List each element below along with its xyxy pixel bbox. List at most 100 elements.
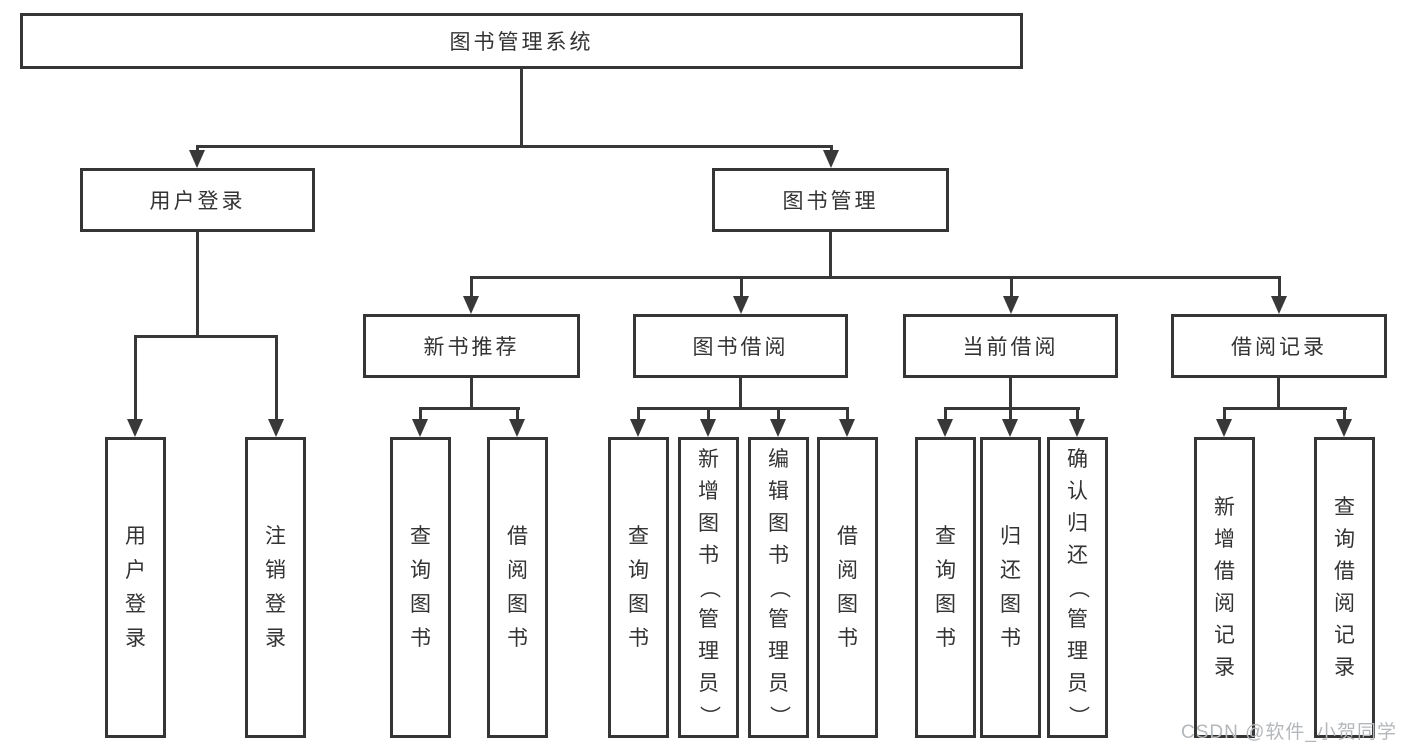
arrow-down-icon <box>839 409 855 437</box>
arrow-stem <box>274 337 278 419</box>
leaf-bb-add-books-admin: 新增图书（管理员） <box>678 437 739 738</box>
arrow-down-icon <box>1003 278 1019 314</box>
leaf-br-add-borrow-record-label: 新增借阅记录 <box>1214 495 1235 679</box>
arrow-head <box>189 150 205 168</box>
arrow-head <box>463 296 479 314</box>
leaf-cb-return-books-label: 归还图书 <box>1000 524 1021 650</box>
leaf-cb-confirm-return-admin: 确认归还（管理员） <box>1047 437 1108 738</box>
arrow-head <box>1216 419 1232 437</box>
node-current-borrow-label: 当前借阅 <box>962 336 1059 359</box>
arrow-stem <box>1075 409 1079 419</box>
connector-userlogin-horizontal <box>134 335 278 338</box>
leaf-cb-query-books: 查询图书 <box>915 437 976 738</box>
node-root-label: 图书管理系统 <box>449 31 594 54</box>
arrow-down-icon <box>189 146 205 168</box>
arrow-down-icon <box>937 409 953 437</box>
node-book-management: 图书管理 <box>712 168 949 232</box>
leaf-cb-return-books: 归还图书 <box>980 437 1041 738</box>
arrow-head <box>268 419 284 437</box>
arrow-head <box>823 150 839 168</box>
leaf-cb-confirm-return-admin-label: 确认归还（管理员） <box>1066 447 1090 727</box>
arrow-head <box>1002 419 1018 437</box>
arrow-head <box>1271 296 1287 314</box>
arrow-down-icon <box>509 409 525 437</box>
arrow-head <box>412 419 428 437</box>
leaf-bb-edit-books-admin-label: 编辑图书（管理员） <box>767 447 791 727</box>
arrow-head <box>937 419 953 437</box>
arrow-stem <box>418 409 422 419</box>
leaf-bb-add-books-admin-label: 新增图书（管理员） <box>697 447 721 727</box>
arrow-stem <box>469 278 473 296</box>
arrow-stem <box>636 409 640 419</box>
node-book-management-label: 图书管理 <box>782 190 879 213</box>
arrow-head <box>700 419 716 437</box>
leaf-br-add-borrow-record: 新增借阅记录 <box>1194 437 1255 738</box>
connector-section4-horizontal <box>1223 407 1347 410</box>
node-borrow-record: 借阅记录 <box>1171 314 1387 378</box>
connector-userlogin-vertical <box>196 231 199 337</box>
node-root: 图书管理系统 <box>20 13 1023 69</box>
arrow-head <box>630 419 646 437</box>
arrow-down-icon <box>412 409 428 437</box>
arrow-stem <box>515 409 519 419</box>
leaf-nb-query-books: 查询图书 <box>390 437 451 738</box>
node-book-borrow-label: 图书借阅 <box>692 336 789 359</box>
connector-root-vertical <box>520 68 523 147</box>
leaf-bb-query-books: 查询图书 <box>608 437 669 738</box>
arrow-stem <box>845 409 849 419</box>
arrow-head <box>770 419 786 437</box>
arrow-stem <box>1277 278 1281 296</box>
node-user-login-label: 用户登录 <box>149 190 246 213</box>
arrow-head <box>1336 419 1352 437</box>
leaf-bb-query-books-label: 查询图书 <box>628 524 649 650</box>
arrow-head <box>1069 419 1085 437</box>
arrow-stem <box>1342 409 1346 419</box>
leaf-nb-borrow-books-label: 借阅图书 <box>507 524 528 650</box>
node-book-borrow: 图书借阅 <box>633 314 848 378</box>
leaf-bb-borrow-books-label: 借阅图书 <box>837 524 858 650</box>
arrow-stem <box>1008 409 1012 419</box>
connector-section2-horizontal <box>637 407 849 410</box>
arrow-stem <box>1222 409 1226 419</box>
arrow-down-icon <box>1336 409 1352 437</box>
connector-section3-vertical <box>1009 377 1012 409</box>
arrow-down-icon <box>463 278 479 314</box>
arrow-head <box>839 419 855 437</box>
connector-section2-vertical <box>739 377 742 409</box>
leaf-user-login-label: 用户登录 <box>125 524 146 650</box>
arrow-stem <box>943 409 947 419</box>
node-new-book-recommend: 新书推荐 <box>363 314 580 378</box>
node-user-login: 用户登录 <box>80 168 315 232</box>
leaf-nb-query-books-label: 查询图书 <box>410 524 431 650</box>
arrow-down-icon <box>1216 409 1232 437</box>
connector-section4-vertical <box>1277 377 1280 409</box>
arrow-head <box>1003 296 1019 314</box>
arrow-down-icon <box>1002 409 1018 437</box>
arrow-stem <box>195 146 199 150</box>
leaf-bb-edit-books-admin: 编辑图书（管理员） <box>748 437 809 738</box>
arrow-stem <box>739 278 743 296</box>
arrow-down-icon <box>268 337 284 437</box>
leaf-br-query-borrow-record-label: 查询借阅记录 <box>1334 495 1355 679</box>
arrow-down-icon <box>1069 409 1085 437</box>
arrow-stem <box>1009 278 1013 296</box>
arrow-down-icon <box>823 146 839 168</box>
leaf-cb-query-books-label: 查询图书 <box>935 524 956 650</box>
connector-section3-horizontal <box>944 407 1080 410</box>
leaf-logout: 注销登录 <box>245 437 306 738</box>
arrow-down-icon <box>127 337 143 437</box>
arrow-stem <box>829 146 833 150</box>
watermark-text: CSDN @软件_小贺同学 <box>1181 722 1397 743</box>
arrow-stem <box>133 337 137 419</box>
connector-bookmgmt-horizontal <box>470 276 1281 279</box>
node-new-book-recommend-label: 新书推荐 <box>423 336 520 359</box>
arrow-head <box>509 419 525 437</box>
leaf-nb-borrow-books: 借阅图书 <box>487 437 548 738</box>
leaf-user-login: 用户登录 <box>105 437 166 738</box>
connector-root-horizontal <box>196 145 833 148</box>
arrow-down-icon <box>630 409 646 437</box>
arrow-down-icon <box>700 409 716 437</box>
arrow-head <box>127 419 143 437</box>
leaf-bb-borrow-books: 借阅图书 <box>817 437 878 738</box>
